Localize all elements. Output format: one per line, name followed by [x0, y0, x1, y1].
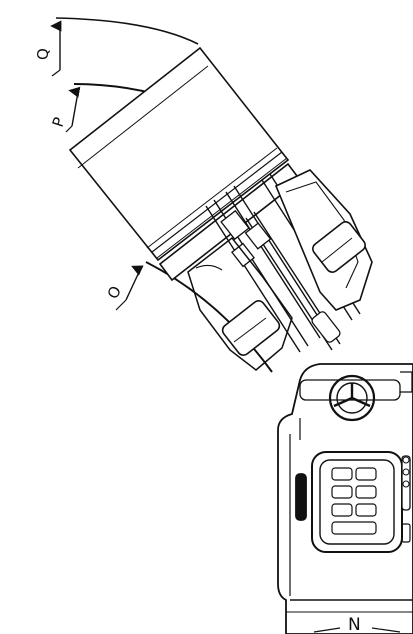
- operator-seat: [311, 451, 403, 553]
- dimension-q: Q: [34, 20, 62, 77]
- forklift-rear-body: [277, 363, 413, 634]
- dimension-label-o: O: [104, 283, 125, 302]
- steering-wheel: [328, 374, 376, 422]
- dimension-n: N: [313, 615, 401, 634]
- lift-cylinders: [220, 209, 341, 343]
- front-chassis: [187, 236, 293, 371]
- pallet-load: [68, 46, 290, 262]
- dimension-label-n: N: [348, 615, 361, 634]
- rear-body-outline: [277, 363, 413, 634]
- left-armrest: [295, 473, 307, 521]
- arc-q-outer-radius: [55, 17, 199, 45]
- dimension-label-q: Q: [34, 48, 52, 60]
- front-wheel-right: [312, 221, 366, 273]
- arc-o-inner-radius: [145, 261, 273, 373]
- dimension-o: O: [104, 265, 144, 311]
- dimension-p: P: [49, 86, 81, 133]
- forklift-front-assembly: [68, 46, 373, 371]
- front-wheel-left: [221, 300, 281, 356]
- dimension-label-p: P: [49, 115, 69, 129]
- dashboard: [299, 379, 401, 401]
